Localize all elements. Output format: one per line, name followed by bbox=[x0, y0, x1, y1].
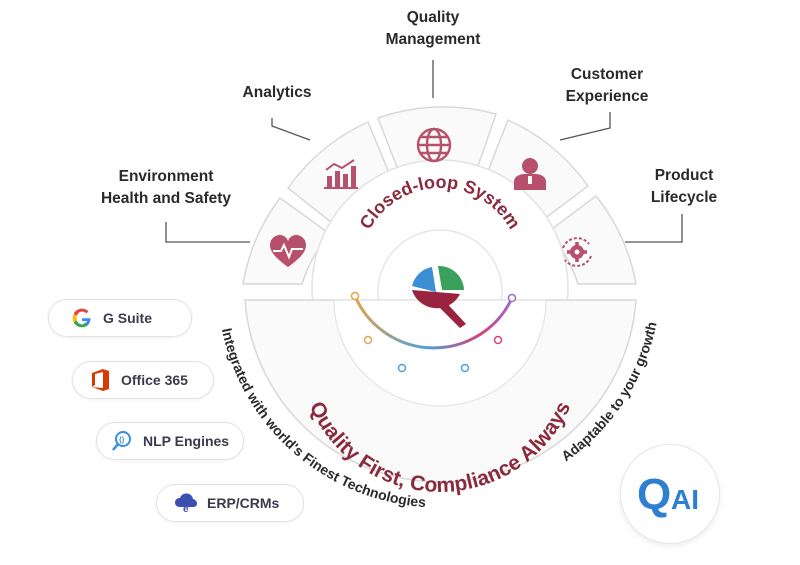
svg-text:Q: Q bbox=[637, 470, 671, 519]
progress-arc bbox=[350, 291, 517, 373]
qai-logo-icon: Q AI bbox=[637, 470, 699, 519]
arc-node bbox=[460, 363, 470, 373]
connector-product bbox=[625, 214, 683, 243]
integration-nlp: {} NLP Engines bbox=[96, 422, 244, 460]
arc-node bbox=[507, 293, 517, 303]
arc-node bbox=[363, 335, 373, 345]
label-customer-experience: Customer Experience bbox=[565, 66, 649, 105]
user-icon bbox=[514, 158, 546, 190]
connector-ehs bbox=[165, 222, 250, 243]
integration-label: G Suite bbox=[103, 310, 153, 326]
label-product-lifecycle: Product Lifecycle bbox=[650, 167, 718, 206]
svg-text:{}: {} bbox=[119, 437, 125, 444]
arc-node bbox=[350, 291, 360, 301]
qai-badge: Q AI bbox=[620, 444, 720, 544]
integration-label: ERP/CRMs bbox=[207, 495, 280, 511]
integration-label: Office 365 bbox=[121, 372, 188, 388]
integration-office365: Office 365 bbox=[72, 361, 214, 399]
google-icon bbox=[71, 307, 93, 329]
label-analytics: Analytics bbox=[242, 84, 312, 101]
integration-erp: e ERP/CRMs bbox=[156, 484, 304, 522]
label-ehs: Environment Health and Safety bbox=[100, 168, 232, 207]
connector-customer bbox=[559, 112, 611, 141]
label-quality-management: Quality Management bbox=[385, 9, 481, 48]
integration-label: NLP Engines bbox=[143, 433, 230, 449]
arc-node bbox=[493, 335, 503, 345]
heart-pulse-icon bbox=[270, 235, 306, 267]
qai-quadrant-logo-icon bbox=[412, 265, 466, 328]
bar-chart-icon bbox=[324, 159, 358, 189]
connector-lines bbox=[165, 60, 683, 243]
connector-analytics bbox=[271, 118, 311, 141]
globe-icon bbox=[416, 127, 452, 163]
gear-cycle-icon bbox=[562, 237, 592, 267]
integration-gsuite: G Suite bbox=[48, 299, 192, 337]
office-icon bbox=[89, 369, 111, 391]
erp-icon: e bbox=[175, 492, 197, 514]
svg-text:AI: AI bbox=[671, 484, 699, 515]
arc-node bbox=[397, 363, 407, 373]
nlp-icon: {} bbox=[111, 430, 133, 452]
svg-text:e: e bbox=[183, 504, 189, 513]
